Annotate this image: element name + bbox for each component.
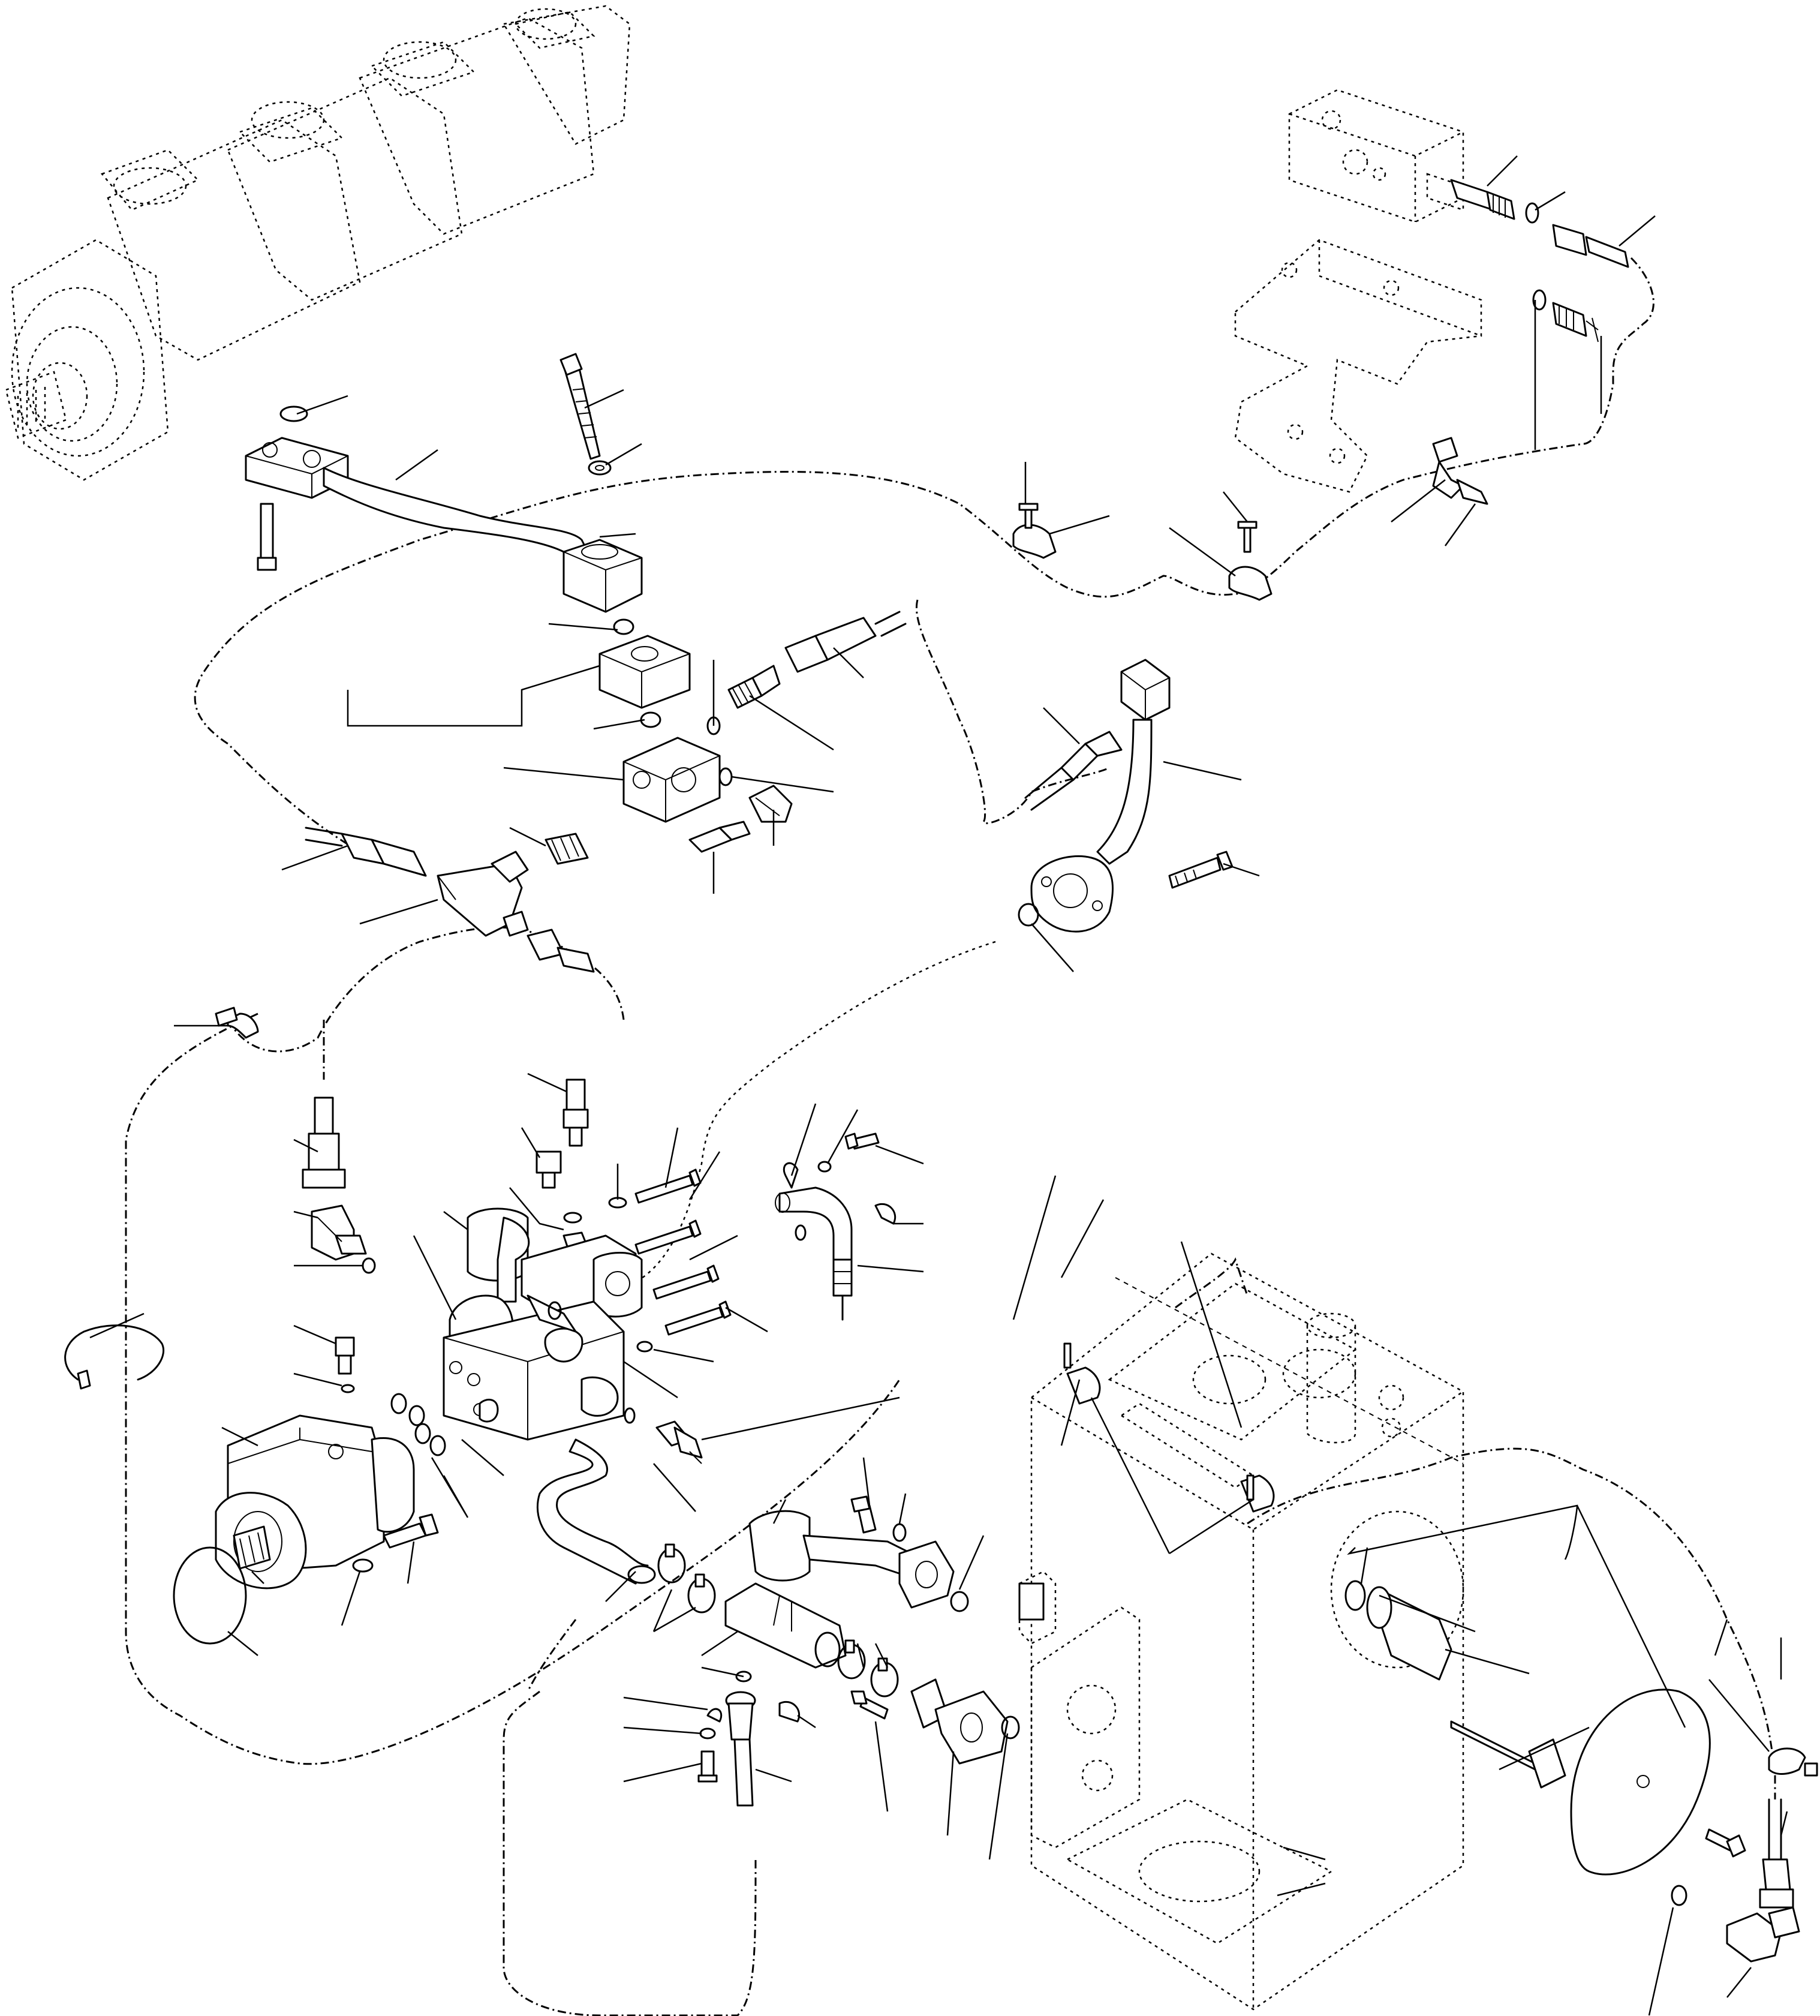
pressure-switch-icon: [1552, 302, 1599, 342]
valve-manifold-icon: [622, 737, 721, 823]
bracket-icon: [1018, 1582, 1045, 1621]
elbow-hose-icon: [748, 1510, 925, 1582]
bolt-icon: [664, 1300, 732, 1336]
hose-end-icon: [688, 821, 751, 853]
pilot-valve-icon: [1288, 89, 1464, 223]
leader-lines: [89, 155, 1788, 2016]
bolt-icon: [634, 1219, 702, 1255]
spacer-block-icon: [598, 635, 691, 709]
plug-icon: [536, 1150, 562, 1189]
washer-icon: [352, 1558, 374, 1573]
dotted-guide-line: [617, 941, 996, 1291]
o-ring-icon: [613, 618, 634, 635]
o-ring-icon: [341, 1384, 355, 1393]
bolt-icon: [697, 1750, 718, 1783]
gear-motor-icon: [215, 1414, 415, 1590]
hose-end-icon: [784, 611, 907, 673]
o-ring-icon: [1525, 202, 1539, 224]
mid-hose-route: [916, 599, 1110, 825]
hose-nut-icon: [1552, 224, 1629, 268]
right-tank-hose-route: [1175, 1257, 1249, 1309]
elbow-fitting-icon: [1726, 1906, 1800, 1963]
hose-clamp-icon: [837, 1639, 899, 1697]
pressure-sensor-icon: [655, 1420, 703, 1464]
hose-end-icon: [305, 827, 427, 877]
tank-line-route: [1247, 1447, 1776, 1799]
snap-ring-icon: [64, 1324, 165, 1390]
tee-fitting-icon: [437, 851, 529, 937]
o-ring-icon: [362, 1257, 376, 1274]
pressure-line-route: [194, 257, 1654, 863]
bolt-icon: [383, 1513, 439, 1549]
hose-clamp-icon: [215, 1007, 259, 1039]
o-ring-icon: [563, 1212, 582, 1224]
bolt-icon: [559, 353, 601, 460]
hose-end-icon: [832, 1258, 853, 1321]
adapter-fitting-icon: [545, 833, 589, 865]
split-flange-icon: [1030, 855, 1114, 933]
o-ring-icon: [1018, 903, 1039, 927]
hose-end-icon: [302, 1096, 346, 1189]
hose-end-icon: [527, 929, 595, 973]
long-drain-line-route: [323, 1020, 757, 2016]
o-ring-icon: [547, 1301, 562, 1320]
elbow-fitting-icon: [311, 1204, 367, 1261]
o-ring-icon: [390, 1393, 446, 1456]
washer-icon: [699, 1727, 716, 1739]
bolt-icon: [850, 1495, 877, 1534]
return-line-route: [227, 926, 625, 1053]
hose-clamp-icon: [1228, 521, 1273, 601]
o-ring-icon: [1001, 1715, 1020, 1739]
split-flange-icon: [898, 1540, 955, 1609]
hose-clamp-icon: [657, 1543, 716, 1614]
suction-hose-icon: [724, 1582, 847, 1669]
bolt-icon: [844, 1132, 880, 1150]
hydraulic-tank-icon: [1018, 1252, 1464, 2011]
swivel-fitting-icon: [706, 1671, 801, 1807]
elbow-block-icon: [1120, 659, 1171, 721]
elbow-fitting-icon: [775, 1186, 853, 1261]
suction-tube-icon: [910, 1678, 1009, 1765]
washer-icon: [817, 1161, 832, 1173]
left-drain-line-route: [125, 1012, 901, 1765]
washer-icon: [636, 1341, 653, 1353]
o-ring-icon: [795, 1224, 807, 1241]
bolt-icon: [850, 1690, 889, 1720]
hose-pipe-icon: [536, 1438, 656, 1585]
tank-clamp-icon: [1063, 1342, 1275, 1513]
hose-end-icon: [1759, 1798, 1794, 1909]
hose-clamp-icon: [1012, 503, 1057, 559]
clip-bracket-icon: [1432, 437, 1488, 505]
adapter-fitting-icon: [727, 665, 781, 709]
washer-icon: [588, 460, 612, 476]
bolt-icon: [1705, 1828, 1746, 1858]
o-ring-icon: [1671, 1885, 1687, 1906]
hose-pipe-icon: [1096, 719, 1153, 865]
valve-bracket-icon: [1234, 239, 1482, 493]
o-ring-icon: [1532, 289, 1547, 311]
tank-cover-icon: [1570, 1688, 1711, 1876]
gasket-ring-icon: [173, 1546, 247, 1645]
o-ring-icon: [950, 1591, 969, 1612]
hose-clamp-icon: [1768, 1747, 1818, 1777]
pressure-switch-icon: [562, 1078, 589, 1147]
elbow-block-icon: [562, 539, 643, 613]
plug-icon: [335, 1336, 355, 1375]
o-ring-icon: [624, 1407, 636, 1424]
bolt-icon: [652, 1264, 720, 1300]
control-valve-icon: [443, 1207, 643, 1441]
hose-end-icon: [1024, 731, 1123, 811]
o-ring-icon: [279, 405, 308, 422]
socket-bolt-icon: [257, 503, 277, 571]
elbow-fitting-icon: [748, 785, 793, 823]
flange-pipe-icon: [245, 437, 595, 577]
washer-icon: [892, 1523, 907, 1542]
multi-section-gear-pump-icon: [5, 5, 631, 481]
adapter-fitting-icon: [1450, 179, 1515, 220]
bolt-icon: [1168, 851, 1234, 889]
